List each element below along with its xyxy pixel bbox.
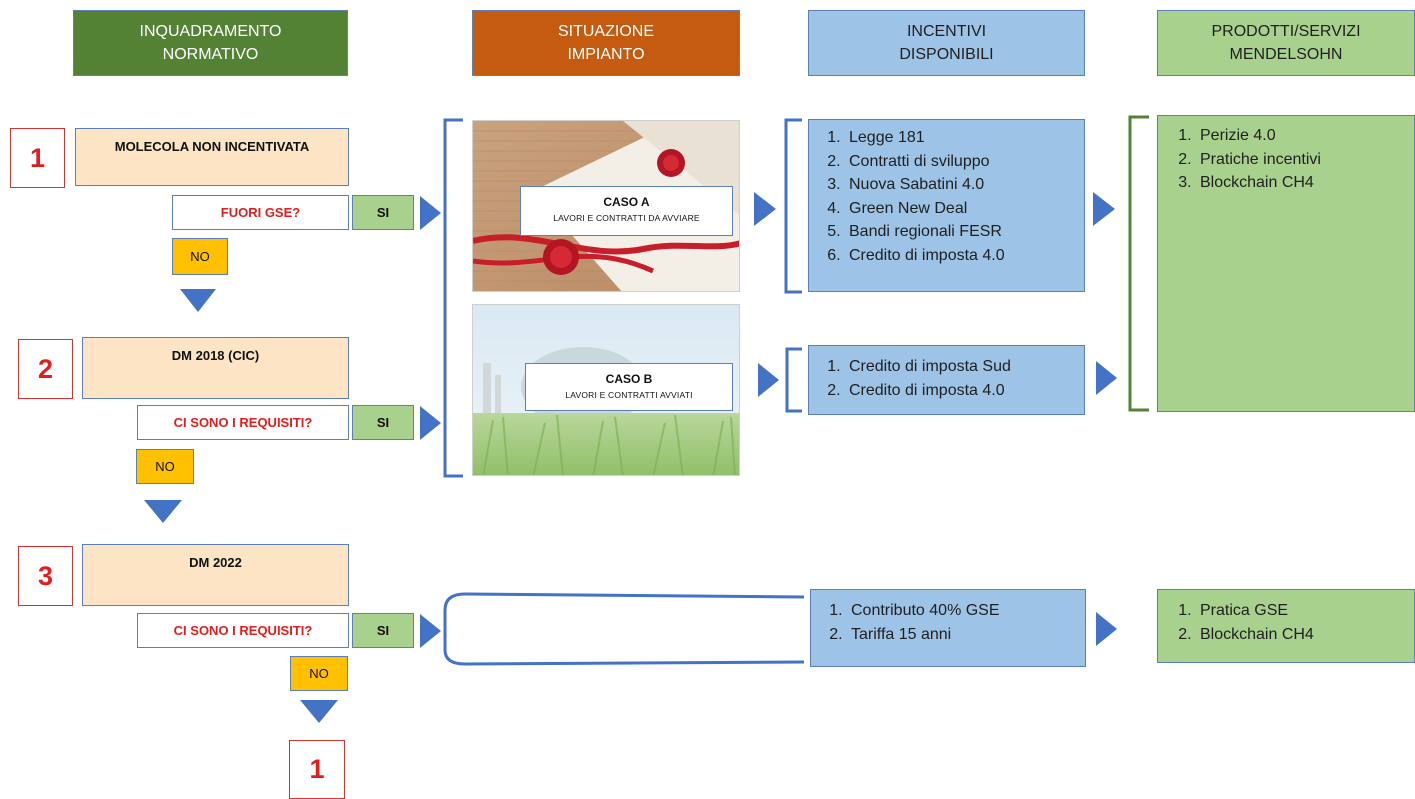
prodotti-list-dm2022: Pratica GSE Blockchain CH4 [1157,589,1415,663]
right-arrow-icon [1096,361,1117,395]
final-step-number: 1 [289,740,345,799]
caso-b-title: CASO B [605,372,653,386]
step-1-question: FUORI GSE? [172,195,349,230]
header-prodotti-label: PRODOTTI/SERVIZI MENDELSOHN [1211,23,1361,63]
list-item: Credito di imposta Sud [845,355,1084,379]
prodotti-list-main: Perizie 4.0 Pratiche incentivi Blockchai… [1157,115,1415,412]
caso-a-title: CASO A [603,195,650,209]
step-3-no-box: NO [290,656,348,691]
list-item: Credito di imposta 4.0 [845,244,1084,268]
list-item: Contratti di sviluppo [845,150,1084,174]
step-number-1: 1 [10,128,65,188]
list-item: Tariffa 15 anni [847,623,1085,647]
step-1-yes-box: SI [352,195,414,230]
list-item: Pratica GSE [1196,599,1414,623]
right-arrow-icon [758,363,779,397]
right-arrow-icon [420,196,441,230]
step-3-title: DM 2022 [82,544,349,606]
caso-b-label: CASO B LAVORI E CONTRATTI AVVIATI [525,363,733,411]
header-situazione-impianto: SITUAZIONE IMPIANTO [472,10,740,76]
step-2-yes-box: SI [352,405,414,440]
caso-b-subtitle: LAVORI E CONTRATTI AVVIATI [565,390,693,400]
header-incentivi-disponibili: INCENTIVI DISPONIBILI [808,10,1085,76]
incentivi-list-b: Credito di imposta Sud Credito di impost… [808,345,1085,415]
right-arrow-icon [1093,192,1115,226]
step-2-question: CI SONO I REQUISITI? [137,405,349,440]
header-situazione-label: SITUAZIONE IMPIANTO [557,23,654,63]
list-item: Legge 181 [845,126,1084,150]
list-item: Contributo 40% GSE [847,599,1085,623]
bracket-prodotti [1128,115,1149,412]
bracket-impianto [443,118,463,478]
list-item: Pratiche incentivi [1196,148,1414,172]
incentivi-list-dm2022: Contributo 40% GSE Tariffa 15 anni [810,589,1086,667]
step-3-yes-box: SI [352,613,414,648]
step-number-2: 2 [18,339,73,399]
bracket-incentivi-a [784,118,802,294]
list-item: Blockchain CH4 [1196,171,1414,195]
down-arrow-icon [180,289,216,312]
header-inquadramento-normativo: INQUADRAMENTO NORMATIVO [73,10,348,76]
step-3-question: CI SONO I REQUISITI? [137,613,349,648]
right-arrow-icon [420,406,441,440]
list-item: Green New Deal [845,197,1084,221]
down-arrow-icon [300,700,338,723]
down-arrow-icon [144,500,182,523]
list-item: Blockchain CH4 [1196,623,1414,647]
list-item: Perizie 4.0 [1196,124,1414,148]
right-arrow-icon [754,192,776,226]
list-item: Credito di imposta 4.0 [845,379,1084,403]
header-inquadramento-label: INQUADRAMENTO NORMATIVO [139,23,282,63]
right-arrow-icon [1096,612,1117,646]
step-2-no-box: NO [136,449,194,484]
header-prodotti-servizi: PRODOTTI/SERVIZI MENDELSOHN [1157,10,1415,76]
right-arrow-icon [420,614,441,648]
caso-a-label: CASO A LAVORI E CONTRATTI DA AVVIARE [520,186,733,236]
step-1-title: MOLECOLA NON INCENTIVATA [75,128,349,186]
step-1-no-box: NO [172,238,228,275]
header-incentivi-label: INCENTIVI DISPONIBILI [899,23,994,63]
caso-a-subtitle: LAVORI E CONTRATTI DA AVVIARE [553,213,700,223]
list-item: Bandi regionali FESR [845,220,1084,244]
bracket-dm2022 [443,592,805,666]
bracket-incentivi-b [785,347,802,413]
step-number-3: 3 [18,546,73,606]
step-2-title: DM 2018 (CIC) [82,337,349,399]
incentivi-list-a: Legge 181 Contratti di sviluppo Nuova Sa… [808,119,1085,292]
list-item: Nuova Sabatini 4.0 [845,173,1084,197]
